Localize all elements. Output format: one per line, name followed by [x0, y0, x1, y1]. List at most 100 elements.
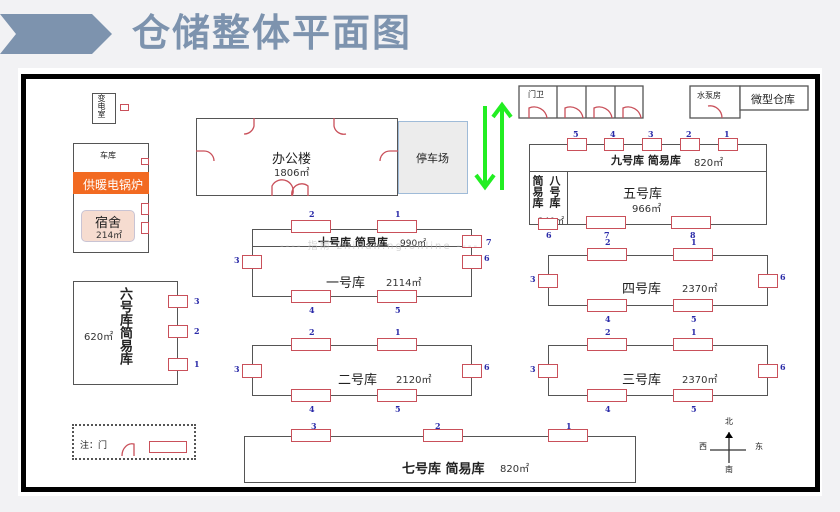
- compass-east: 东: [755, 442, 763, 451]
- warehouse-1-dock-5[interactable]: [377, 290, 417, 303]
- garage-door: [141, 158, 149, 165]
- warehouse-2-dock-3[interactable]: [242, 363, 262, 378]
- substation-door: [120, 104, 129, 111]
- warehouse-3-dock-4[interactable]: [587, 389, 627, 402]
- warehouse-2-dock-2[interactable]: [291, 338, 331, 351]
- warehouse-5-dock-6[interactable]: [538, 218, 558, 230]
- warehouse-9-dock-4[interactable]: [604, 138, 624, 151]
- warehouse-4-dock-number: 4: [605, 314, 611, 324]
- warehouse-7-dock-1[interactable]: [548, 429, 588, 442]
- warehouse-3-dock-1[interactable]: [673, 338, 713, 351]
- boiler-room[interactable]: [73, 172, 149, 194]
- dorm-door-2: [141, 222, 149, 234]
- warehouse-1-dock-3[interactable]: [242, 255, 262, 269]
- warehouse-6-dock-2[interactable]: [168, 325, 188, 338]
- warehouse-9-dock-number: 5: [573, 129, 579, 139]
- warehouse-3-dock-5[interactable]: [673, 389, 713, 402]
- warehouse-3-area: 2370㎡: [682, 375, 718, 386]
- warehouse-9-dock-2[interactable]: [680, 138, 700, 151]
- warehouse-4-dock-6[interactable]: [758, 273, 778, 288]
- warehouse-6-dock-1[interactable]: [168, 358, 188, 371]
- warehouse-5-dock-8[interactable]: [671, 216, 711, 229]
- warehouse-5-label: 五号库: [623, 187, 663, 202]
- warehouse-7-dock-3[interactable]: [291, 429, 331, 442]
- warehouse-1-dock-6[interactable]: [462, 255, 482, 269]
- warehouse-6-dock-3[interactable]: [168, 295, 188, 308]
- warehouse-6-dock-number: 2: [194, 326, 200, 336]
- warehouse-9-dock-5[interactable]: [567, 138, 587, 151]
- office-building[interactable]: [196, 118, 398, 196]
- warehouse-4-dock-4[interactable]: [587, 299, 627, 312]
- arrow-up-icon: [491, 101, 513, 190]
- warehouse-3-dock-number: 1: [691, 327, 697, 337]
- parking-lot[interactable]: [398, 121, 468, 194]
- warehouse-1-dock-4[interactable]: [291, 290, 331, 303]
- substation-label: 变电室: [97, 94, 106, 118]
- warehouse-8-col1: 简易库: [531, 175, 544, 208]
- warehouse-9-dock-number: 1: [724, 129, 730, 139]
- warehouse-1-dock-number: 3: [234, 255, 240, 265]
- warehouse-1-dock-number: 1: [395, 209, 401, 219]
- warehouse-1-dock-number: 2: [309, 209, 315, 219]
- warehouse-7-dock-number: 3: [311, 421, 317, 431]
- guard-label[interactable]: 门卫: [528, 90, 544, 99]
- warehouse-6-area: 620㎡: [84, 332, 114, 343]
- warehouse-1[interactable]: [252, 246, 472, 297]
- warehouse-2-dock-5[interactable]: [377, 389, 417, 402]
- warehouse-3-dock-number: 6: [780, 361, 786, 372]
- warehouse-4-dock-5[interactable]: [673, 299, 713, 312]
- watermark: ---- 指南 zhinan.ng.online ----: [280, 241, 480, 252]
- warehouse-5-dock-7[interactable]: [586, 216, 626, 229]
- warehouse-6-dock-number: 1: [194, 359, 200, 369]
- warehouse-4-dock-number: 1: [691, 237, 697, 247]
- warehouse-2-dock-4[interactable]: [291, 389, 331, 402]
- warehouse-5-dock-number: 7: [604, 230, 610, 240]
- warehouse-6-label: 六号库简易库: [117, 287, 132, 365]
- warehouse-2-dock-number: 6: [484, 361, 490, 372]
- warehouse-10-dock-7[interactable]: [462, 235, 482, 248]
- warehouse-4-dock-1[interactable]: [673, 248, 713, 261]
- warehouse-1-dock-1[interactable]: [377, 220, 417, 233]
- warehouse-6-dock-number: 3: [194, 296, 200, 306]
- dorm[interactable]: [81, 210, 135, 242]
- warehouse-10-label: 十号库 简易库: [318, 236, 388, 249]
- warehouse-1-dock-number: 6: [484, 253, 490, 263]
- pump-room-label[interactable]: 水泵房: [697, 91, 721, 100]
- warehouse-3-dock-6[interactable]: [758, 363, 778, 378]
- warehouse-4-dock-number: 6: [780, 271, 786, 282]
- warehouse-5-dock-number: 8: [690, 230, 696, 240]
- warehouse-5-dock-number: 6: [546, 230, 552, 240]
- office-label: 办公楼: [272, 152, 312, 167]
- warehouse-3-dock-number: 3: [530, 363, 536, 374]
- warehouse-2-dock-number: 5: [395, 404, 401, 414]
- warehouse-7-dock-2[interactable]: [423, 429, 463, 442]
- legend-label: 注：门: [80, 441, 108, 451]
- warehouse-7-area: 820㎡: [500, 464, 530, 475]
- title-chevron-icon: [0, 14, 112, 54]
- warehouse-9-area: 820㎡: [694, 158, 724, 169]
- warehouse-3-dock-3[interactable]: [538, 363, 558, 378]
- warehouse-4-dock-2[interactable]: [587, 248, 627, 261]
- micro-warehouse-label[interactable]: 微型仓库: [751, 93, 795, 106]
- warehouse-4-area: 2370㎡: [682, 284, 718, 295]
- warehouse-2-dock-6[interactable]: [462, 363, 482, 378]
- warehouse-2-dock-1[interactable]: [377, 338, 417, 351]
- warehouse-2-label: 二号库: [338, 373, 378, 388]
- boiler-label: 供暖电锅炉: [83, 178, 144, 192]
- warehouse-1-dock-2[interactable]: [291, 220, 331, 233]
- warehouse-2[interactable]: [252, 345, 472, 396]
- warehouse-4-dock-3[interactable]: [538, 273, 558, 288]
- warehouse-4-label: 四号库: [622, 282, 662, 297]
- warehouse-1-dock-number: 4: [309, 305, 315, 315]
- warehouse-3-dock-2[interactable]: [587, 338, 627, 351]
- warehouse-9-dock-1[interactable]: [718, 138, 738, 151]
- warehouse-4-dock-number: 5: [691, 314, 697, 324]
- warehouse-9-dock-3[interactable]: [642, 138, 662, 151]
- substation[interactable]: [92, 93, 116, 124]
- garage-label: 车库: [100, 151, 116, 160]
- warehouse-4-dock-number: 3: [530, 273, 536, 284]
